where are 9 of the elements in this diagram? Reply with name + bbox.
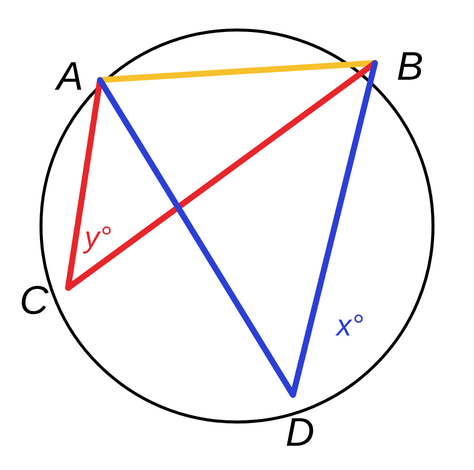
chord [290, 60, 378, 398]
angle-label: y° [82, 226, 111, 254]
point-label: C [22, 286, 49, 314]
chord [97, 60, 378, 83]
point-label: D [286, 418, 314, 446]
angle-label: x° [335, 314, 363, 336]
point-label: B [398, 52, 422, 80]
point-label: A [54, 62, 82, 90]
chord [65, 77, 103, 291]
